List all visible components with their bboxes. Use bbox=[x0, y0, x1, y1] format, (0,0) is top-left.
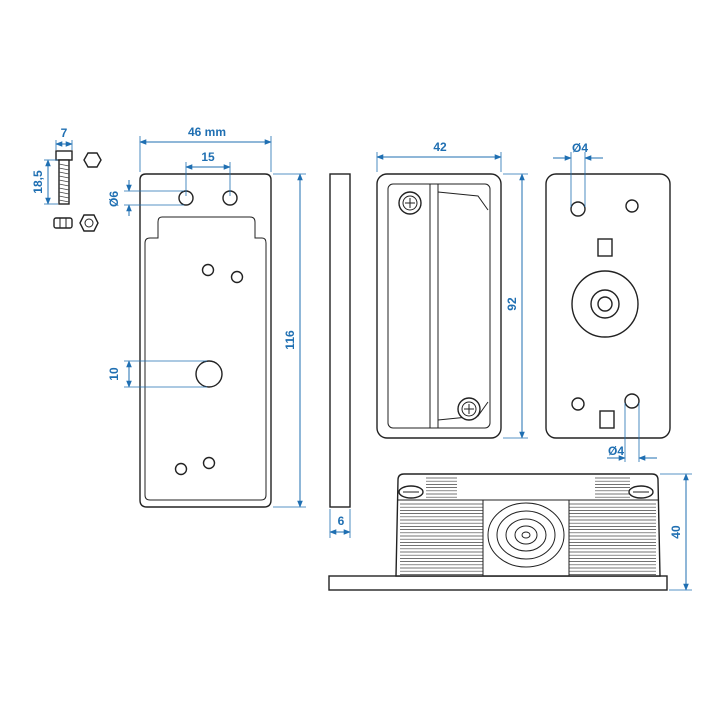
lamp-front-outline bbox=[376, 173, 502, 439]
back-hole-top-left bbox=[570, 201, 586, 217]
dim-plate-thickness: 6 bbox=[338, 514, 345, 528]
dim-hole-spacing: 15 bbox=[201, 150, 215, 164]
nut-side bbox=[53, 217, 73, 229]
lamp-lens bbox=[387, 183, 491, 429]
screw-top-icon bbox=[398, 191, 422, 215]
dim-back-hole-top: Ø4 bbox=[572, 141, 588, 155]
back-tab-bottom bbox=[599, 410, 615, 429]
mounting-plate: 46 mm 15 Ø6 10 116 bbox=[107, 125, 306, 508]
lamp-ribs-right bbox=[569, 477, 656, 575]
dim-lamp-width: 42 bbox=[433, 140, 447, 154]
dim-bolt-width: 7 bbox=[61, 126, 68, 140]
dim-hole-diameter: Ø6 bbox=[107, 191, 121, 207]
back-hole-bottom-left bbox=[571, 397, 585, 411]
plate-hole-small-4 bbox=[202, 456, 216, 470]
bolt-head bbox=[55, 150, 73, 161]
side-screw-left-icon bbox=[398, 485, 424, 499]
dim-bolt-length: 18,5 bbox=[31, 170, 45, 194]
lamp-side-base bbox=[328, 575, 668, 591]
back-hole-bottom-right bbox=[624, 393, 640, 409]
plate-outline bbox=[139, 173, 272, 508]
dim-lamp-height: 92 bbox=[505, 297, 519, 311]
back-tab-top bbox=[597, 238, 613, 257]
lamp-lens-rings bbox=[487, 502, 565, 568]
dim-center-hole: 10 bbox=[107, 367, 121, 381]
bolt-set: 7 18,5 bbox=[31, 126, 102, 232]
lamp-back-view: Ø4 Ø4 bbox=[545, 141, 671, 462]
side-screw-right-icon bbox=[628, 485, 654, 499]
back-hole-top-right bbox=[625, 199, 639, 213]
lamp-side-view: 40 bbox=[328, 473, 692, 591]
lamp-side-body bbox=[395, 473, 661, 577]
dim-lamp-depth: 40 bbox=[669, 525, 683, 539]
plate-hole-small-3 bbox=[174, 462, 188, 476]
hex-nut-bottom bbox=[79, 214, 99, 232]
lamp-ribs-left bbox=[400, 477, 483, 575]
plate-hole-small-1 bbox=[201, 263, 215, 277]
lamp-front-view: 42 92 bbox=[376, 140, 528, 439]
plate-side-outline bbox=[329, 173, 351, 508]
plate-side-view: 6 bbox=[329, 173, 351, 538]
plate-hole-small-2 bbox=[230, 270, 244, 284]
back-socket-inner bbox=[597, 296, 613, 312]
screw-bottom-icon bbox=[457, 397, 481, 421]
plate-center-hole bbox=[195, 360, 223, 388]
dim-plate-width: 46 mm bbox=[188, 125, 226, 139]
plate-recess bbox=[144, 216, 267, 501]
dim-back-hole-bottom: Ø4 bbox=[608, 444, 624, 458]
hex-nut-top bbox=[83, 152, 102, 168]
dim-plate-height: 116 bbox=[283, 330, 297, 350]
